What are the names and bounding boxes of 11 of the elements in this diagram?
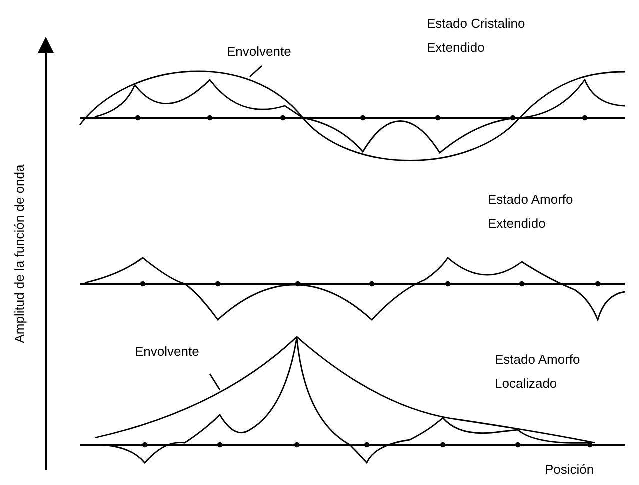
- axis-label: Posición: [545, 461, 594, 479]
- curve-label: Envolvente: [227, 40, 292, 64]
- curve-label: Envolvente: [135, 340, 200, 364]
- leader-line: [250, 65, 262, 78]
- envelope-curve: [94, 336, 596, 444]
- envelope-curve: [79, 70, 625, 162]
- leader-line: [209, 374, 221, 390]
- axis-label: Amplitud de la función de onda: [11, 164, 28, 346]
- state-label: Estado Amorfo Localizado: [495, 351, 582, 393]
- state-label: Estado Amorfo Extendido: [488, 191, 574, 233]
- state-label: Estado Cristalino Extendido: [427, 15, 526, 57]
